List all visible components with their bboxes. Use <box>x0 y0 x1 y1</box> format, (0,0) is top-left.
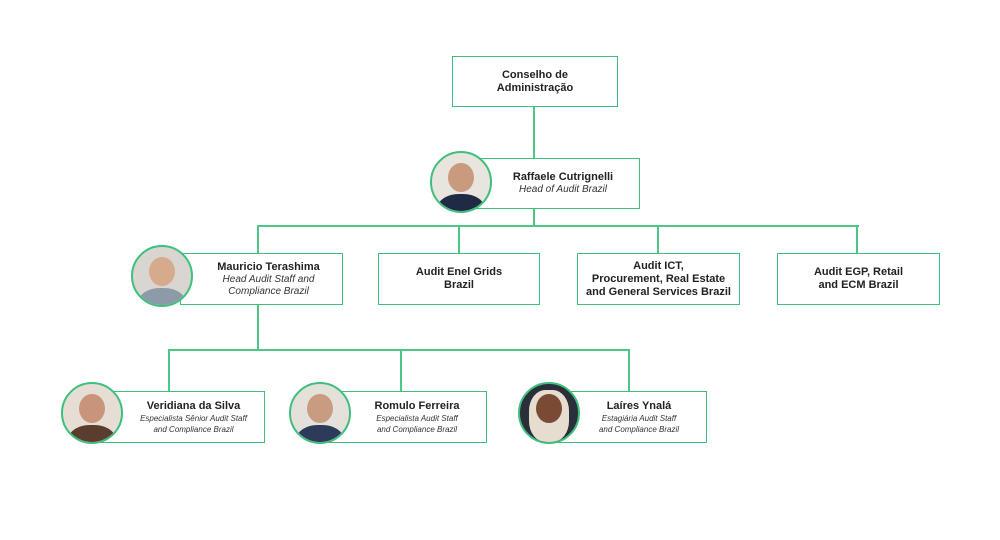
person-role: Estagiária Audit Staff <box>601 413 677 423</box>
head-node: Raffaele Cutrignelli Head of Audit Brazi… <box>470 158 640 209</box>
mauricio-node: Mauricio Terashima Head Audit Staff and … <box>180 253 343 305</box>
unit-title: Audit EGP, Retail <box>813 266 904 278</box>
unit-title: Audit ICT, <box>633 259 684 272</box>
board-node: Conselho de Administração <box>452 56 618 107</box>
connector <box>533 208 535 227</box>
person-role: and Compliance Brazil <box>153 424 234 434</box>
avatar <box>518 382 580 444</box>
person-role: Compliance Brazil <box>228 285 309 297</box>
person-name: Laíres Ynalá <box>606 399 672 412</box>
connector <box>628 349 630 391</box>
avatar <box>289 382 351 444</box>
romulo-node: Romulo Ferreira Especialista Audit Staff… <box>325 391 487 443</box>
person-role: Head of Audit Brazil <box>518 184 607 195</box>
person-name: Romulo Ferreira <box>374 399 460 412</box>
avatar <box>131 245 193 307</box>
person-role: Head Audit Staff and <box>222 273 315 285</box>
connector <box>168 349 170 391</box>
unit-title: and ECM Brazil <box>818 279 899 291</box>
veridiana-node: Veridiana da Silva Especialista Sênior A… <box>100 391 265 443</box>
person-role: and Compliance Brazil <box>598 424 680 434</box>
person-role: Especialista Audit Staff <box>376 413 458 423</box>
connector <box>168 349 630 351</box>
person-name: Veridiana da Silva <box>146 399 241 412</box>
person-role: and Compliance Brazil <box>376 424 458 434</box>
connector <box>533 106 535 158</box>
unit-title: Audit Enel Grids <box>415 266 503 278</box>
connector <box>400 349 402 391</box>
connector <box>257 304 259 350</box>
board-title: Administração <box>496 81 574 94</box>
avatar <box>61 382 123 444</box>
person-name: Raffaele Cutrignelli <box>512 171 614 183</box>
audit-egp-node: Audit EGP, Retail and ECM Brazil <box>777 253 940 305</box>
audit-grids-node: Audit Enel Grids Brazil <box>378 253 540 305</box>
person-role: Especialista Sênior Audit Staff <box>140 413 247 423</box>
connector <box>458 225 460 253</box>
unit-title: and General Services Brazil <box>586 285 731 298</box>
board-title: Conselho de <box>501 68 568 81</box>
avatar <box>430 151 492 213</box>
connector <box>257 225 259 253</box>
unit-title: Brazil <box>444 279 474 291</box>
connector <box>856 225 858 253</box>
audit-ict-node: Audit ICT, Procurement, Real Estate and … <box>577 253 740 305</box>
connector <box>257 225 859 227</box>
connector <box>657 225 659 253</box>
person-name: Mauricio Terashima <box>217 260 320 273</box>
unit-title: Procurement, Real Estate <box>591 272 726 285</box>
